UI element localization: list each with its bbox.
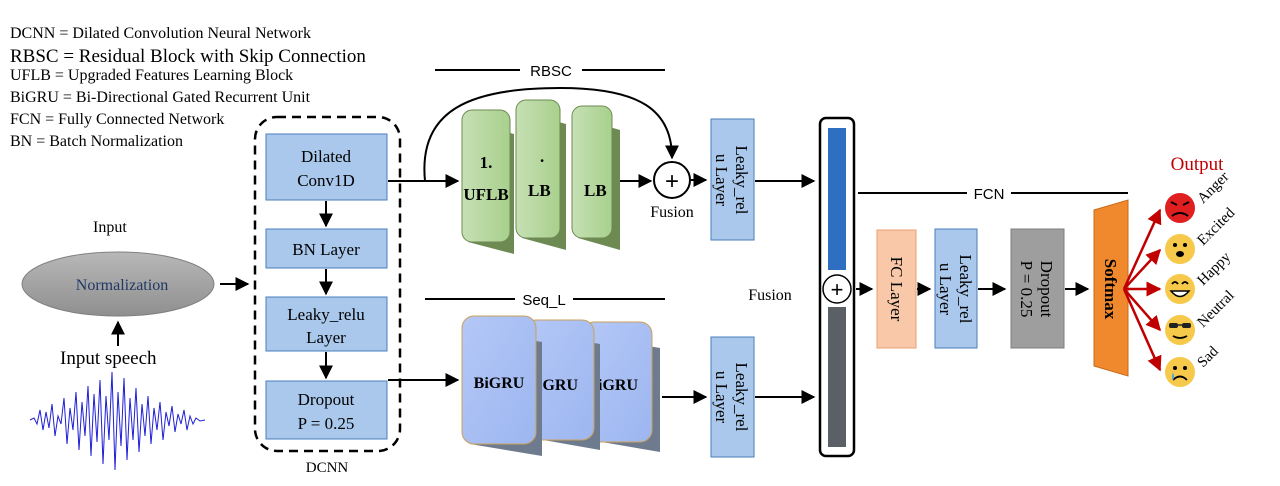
fcn-leaky-block [934, 228, 978, 349]
legend-rbsc: RBSC = Residual Block with Skip Connecti… [10, 46, 366, 67]
fc-layer-block [876, 229, 917, 349]
input-speech-label: Input speech [60, 348, 157, 369]
leaky-relu-block [265, 296, 388, 352]
legend-uflb: UFLB = Upgraded Features Learning Block [10, 67, 293, 84]
legend-dcnn: DCNN = Dilated Convolution Neural Networ… [10, 25, 311, 42]
rbsc-fusion-label: Fusion [650, 204, 694, 221]
excited-face-icon [1165, 234, 1195, 264]
rbsc-fusion-node [653, 161, 691, 199]
concat-fusion-plus: + [831, 277, 844, 302]
leaky-top-line1: Leaky_rel [732, 146, 751, 215]
legend: DCNN = Dilated Convolution Neural Networ… [10, 25, 366, 150]
uflb-block-back: LB [571, 105, 620, 250]
bigru-back-text: iGRU [598, 377, 638, 394]
emotion-excited: Excited [1195, 205, 1239, 249]
leaky-relu-line2: Layer [306, 328, 346, 347]
input-label: Input [93, 219, 127, 236]
emotion-neutral: Neutral [1195, 288, 1238, 331]
normalization-text: Normalization [76, 277, 168, 294]
fcn-dropout-line2: P = 0.25 [1017, 261, 1036, 318]
normalization-ellipse [21, 251, 215, 317]
concat-fusion-node [822, 274, 852, 304]
output-arrows [1122, 208, 1162, 372]
speech-waveform [29, 371, 206, 471]
output-title: Output [1171, 154, 1225, 175]
leaky-bottom-block [710, 336, 755, 458]
dcnn-label: DCNN [306, 460, 349, 476]
emotion-happy: Happy [1195, 249, 1235, 289]
dropout-block [265, 380, 388, 440]
rbsc-label: RBSC [530, 63, 572, 80]
fc-layer-text: FC Layer [887, 257, 906, 322]
bn-layer-text: BN Layer [292, 240, 360, 259]
leaky-relu-line1: Leaky_relu [287, 305, 365, 324]
concat-top-bar [828, 128, 846, 270]
bigru-front-text: BiGRU [474, 375, 525, 392]
dilated-conv-line2: Conv1D [297, 171, 355, 190]
happy-face-icon [1165, 274, 1195, 304]
uflb-front-text: UFLB [463, 185, 508, 204]
fcn-label: FCN [974, 186, 1005, 203]
skip-connection-arc [423, 86, 679, 182]
uflb-block-front: 1. UFLB [461, 109, 514, 254]
bn-layer-block [265, 228, 388, 269]
dilated-conv-line1: Dilated [301, 147, 352, 166]
rbsc-fusion-plus: + [665, 168, 679, 195]
fcn-dropout-block [1010, 228, 1065, 349]
sad-face-icon [1165, 357, 1195, 387]
dropout-line2: P = 0.25 [298, 414, 355, 433]
concat-fusion-label: Fusion [748, 287, 792, 304]
fcn-dropout-line1: Dropout [1037, 261, 1056, 318]
softmax-text: Softmax [1101, 259, 1120, 320]
dropout-line1: Dropout [298, 390, 355, 409]
legend-bn: BN = Batch Normalization [10, 133, 183, 150]
fcn-leaky-line2: u Layer [936, 263, 955, 316]
legend-bigru: BiGRU = Bi-Directional Gated Recurrent U… [10, 89, 311, 106]
uflb-mid-text: LB [528, 181, 551, 200]
bigru-mid-text: iGRU [538, 377, 578, 394]
emotion-sad: Sad [1195, 343, 1223, 371]
seq-label: Seq_L [522, 292, 565, 309]
leaky-bottom-line1: Leaky_rel [732, 363, 751, 432]
dcnn-container [253, 115, 402, 453]
softmax-block [1093, 199, 1129, 377]
leaky-top-line2: u Layer [712, 154, 731, 207]
anger-face-icon [1165, 193, 1195, 223]
dilated-conv-block [265, 133, 388, 201]
bigru-block-front: BiGRU [461, 315, 542, 456]
leaky-bottom-line2: u Layer [712, 371, 731, 424]
uflb-mid-dot: . [540, 147, 544, 166]
neutral-cool-face-icon [1165, 315, 1195, 345]
uflb-block-mid: . LB [515, 99, 566, 250]
concat-bottom-bar [828, 307, 846, 447]
uflb-front-number: 1. [480, 153, 493, 172]
uflb-back-text: LB [584, 181, 607, 200]
legend-fcn: FCN = Fully Connected Network [10, 111, 224, 128]
leaky-top-block [710, 118, 755, 241]
fcn-leaky-line1: Leaky_rel [956, 255, 975, 324]
